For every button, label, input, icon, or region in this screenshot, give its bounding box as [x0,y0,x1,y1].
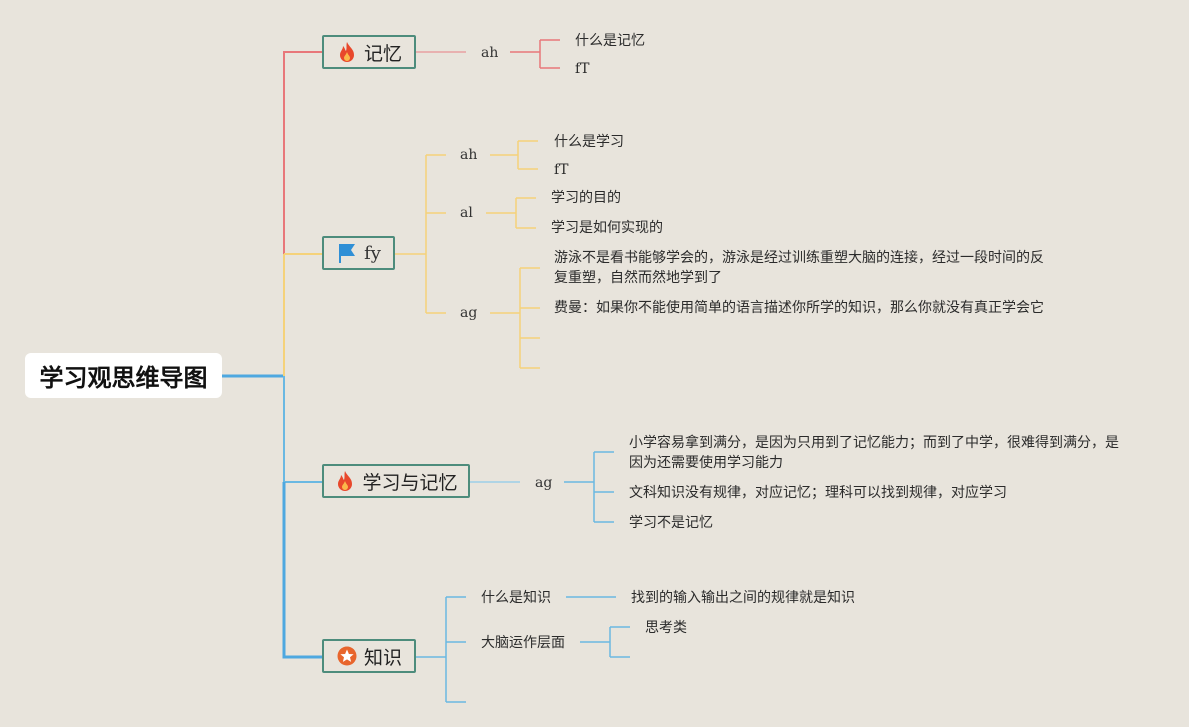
root-topic[interactable]: 学习观思维导图 [25,353,222,398]
leaf-item[interactable]: 什么是记忆 [575,33,645,49]
subtopic-label[interactable]: ah [481,45,499,61]
leaf-item[interactable]: 文科知识没有规律，对应记忆；理科可以找到规律，对应学习 [629,485,1007,501]
leaf-item[interactable]: fT [575,61,590,77]
subtopic-label[interactable]: ag [460,305,478,321]
topic-label: 学习与记忆 [362,471,458,494]
topic-label: fy [364,242,381,264]
leaf-item[interactable]: fT [554,162,569,178]
topic-fy[interactable]: fy [322,236,395,270]
flag-icon [336,242,358,264]
subtopic-label[interactable]: al [460,205,473,221]
fire-icon [334,470,356,492]
leaf-item[interactable]: 什么是学习 [554,134,624,150]
subtopic-label[interactable]: 什么是知识 [481,590,551,606]
fire-icon [336,41,358,63]
connector-branch-learning-memory [283,376,322,483]
topic-learning-and-memory[interactable]: 学习与记忆 [322,464,470,498]
leaf-item[interactable]: 游泳不是看书能够学会的，游泳是经过训练重塑大脑的连接，经过一段时间的反复重塑，自… [554,250,1044,286]
leaf-item[interactable]: 小学容易拿到满分，是因为只用到了记忆能力；而到了中学，很难得到满分，是因为还需要… [629,435,1119,471]
star-icon [336,645,358,667]
topic-label: 记忆 [363,42,402,65]
leaf-item[interactable]: 找到的输入输出之间的规律就是知识 [631,590,855,606]
leaf-item[interactable]: 学习是如何实现的 [551,220,663,236]
leaf-item[interactable]: 费曼：如果你不能使用简单的语言描述你所学的知识，那么你就没有真正学会它 [554,300,1044,316]
topic-knowledge[interactable]: 知识 [322,639,416,673]
subtopic-label[interactable]: ag [535,475,553,491]
topic-label: 知识 [363,646,402,669]
connector-branch-memory [283,51,322,376]
subtopic-label[interactable]: 大脑运作层面 [481,635,565,651]
leaf-item[interactable]: 学习的目的 [551,190,621,206]
leaf-item[interactable]: 思考类 [645,620,687,636]
connector-branch-knowledge [282,482,322,659]
topic-memory[interactable]: 记忆 [322,35,416,69]
subtopic-label[interactable]: ah [460,147,478,163]
leaf-item[interactable]: 学习不是记忆 [629,515,713,531]
